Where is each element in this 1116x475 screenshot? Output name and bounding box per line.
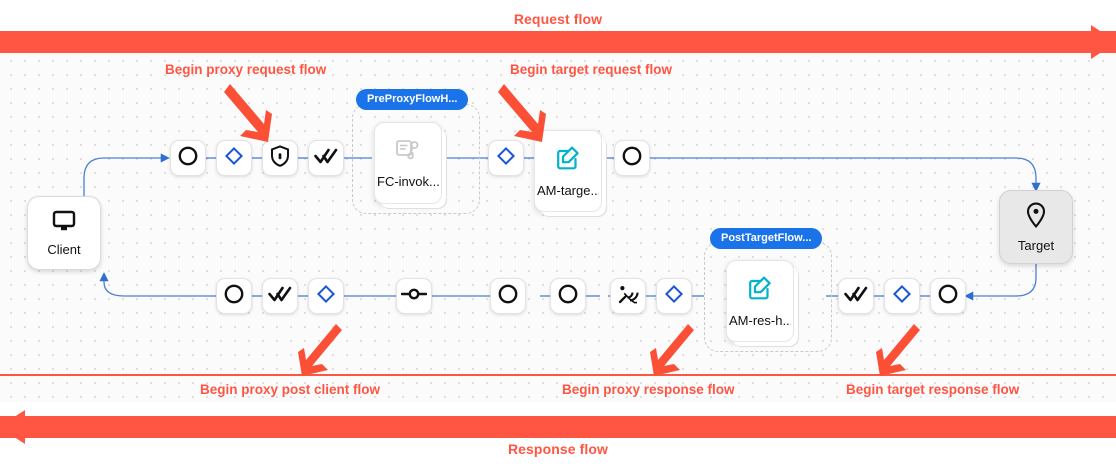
double-check-icon [844, 285, 868, 308]
endpoint-route-icon [400, 287, 428, 306]
script-key-icon [395, 138, 421, 167]
dotted-grid-background [0, 50, 1116, 402]
circle-icon [937, 283, 959, 310]
request-flow-arrowhead [1091, 25, 1116, 59]
pre-proxy-flow-hook-chip[interactable]: PreProxyFlowH... [356, 89, 469, 110]
response-flow-arrowhead [0, 410, 25, 444]
diamond-icon [496, 146, 516, 171]
post-target-flow-hook-chip[interactable]: PostTargetFlow... [710, 228, 823, 249]
circle-icon [497, 283, 519, 310]
am-res-header-policy-label: AM-res-h... [729, 312, 791, 328]
target-endpoint-node[interactable]: Target [999, 190, 1073, 264]
proxy-post-client-flow-node[interactable] [308, 278, 344, 314]
broadcast-node[interactable] [610, 278, 646, 314]
response-flow-label: Response flow [507, 441, 609, 457]
target-request-end-node[interactable] [614, 140, 650, 176]
request-flow-label: Request flow [513, 11, 603, 27]
target-request-flow-node[interactable] [488, 140, 524, 176]
annotation-begin-proxy-post-client-flow: Begin proxy post client flow [200, 382, 381, 397]
diamond-icon [664, 284, 684, 309]
am-target-policy-label: AM-targe... [537, 182, 599, 198]
shield-lock-icon [270, 144, 290, 172]
circle-icon [557, 283, 579, 310]
security-policy-node[interactable] [262, 140, 298, 176]
diamond-icon [224, 146, 244, 171]
client-endpoint-label: Client [47, 241, 81, 257]
annotation-begin-target-request-flow: Begin target request flow [510, 62, 673, 77]
target-response-verify-node[interactable] [838, 278, 874, 314]
proxy-request-start-node[interactable] [170, 140, 206, 176]
arrow-begin-proxy-post-client-flow [298, 324, 342, 376]
annotation-guide-line [0, 374, 1116, 376]
target-response-flow-node[interactable] [884, 278, 920, 314]
response-flow-bar [0, 410, 1116, 444]
request-flow-bar [0, 25, 1116, 59]
am-target-policy-card[interactable]: AM-targe... [534, 130, 602, 212]
fc-invoke-policy-card[interactable]: FC-invok... [374, 122, 442, 204]
edit-square-icon [555, 145, 581, 176]
satellite-dish-icon [617, 283, 639, 310]
monitor-icon [51, 210, 77, 237]
annotation-begin-target-response-flow: Begin target response flow [846, 382, 1020, 397]
edit-square-icon [747, 275, 773, 306]
proxy-response-circle-node[interactable] [490, 278, 526, 314]
am-res-header-policy-card[interactable]: AM-res-h... [726, 260, 794, 342]
verify-node[interactable] [308, 140, 344, 176]
route-rule-node[interactable] [396, 278, 432, 314]
target-response-end-node[interactable] [930, 278, 966, 314]
double-check-icon [314, 147, 338, 170]
fc-invoke-policy-label: FC-invok... [377, 173, 439, 189]
proxy-response-flow-node[interactable] [656, 278, 692, 314]
client-endpoint-node[interactable]: Client [27, 196, 101, 270]
location-pin-icon [1026, 202, 1046, 233]
post-client-verify-node[interactable] [262, 278, 298, 314]
proxy-request-flow-node[interactable] [216, 140, 252, 176]
annotation-begin-proxy-request-flow: Begin proxy request flow [165, 62, 327, 77]
arrow-begin-proxy-response-flow [650, 324, 694, 376]
circle-icon [621, 145, 643, 172]
top-bar-left-mask [0, 0, 340, 31]
target-endpoint-label: Target [1017, 237, 1055, 253]
circle-icon [223, 283, 245, 310]
diamond-icon [316, 284, 336, 309]
arrow-begin-target-response-flow [876, 324, 920, 376]
circle-icon [177, 145, 199, 172]
proxy-response-circle-node-2[interactable] [550, 278, 586, 314]
arrow-begin-proxy-request-flow [224, 84, 272, 142]
double-check-icon [268, 285, 292, 308]
arrow-begin-target-request-flow [498, 84, 546, 142]
proxy-post-client-end-node[interactable] [216, 278, 252, 314]
annotation-begin-proxy-response-flow: Begin proxy response flow [562, 382, 735, 397]
diamond-icon [892, 284, 912, 309]
